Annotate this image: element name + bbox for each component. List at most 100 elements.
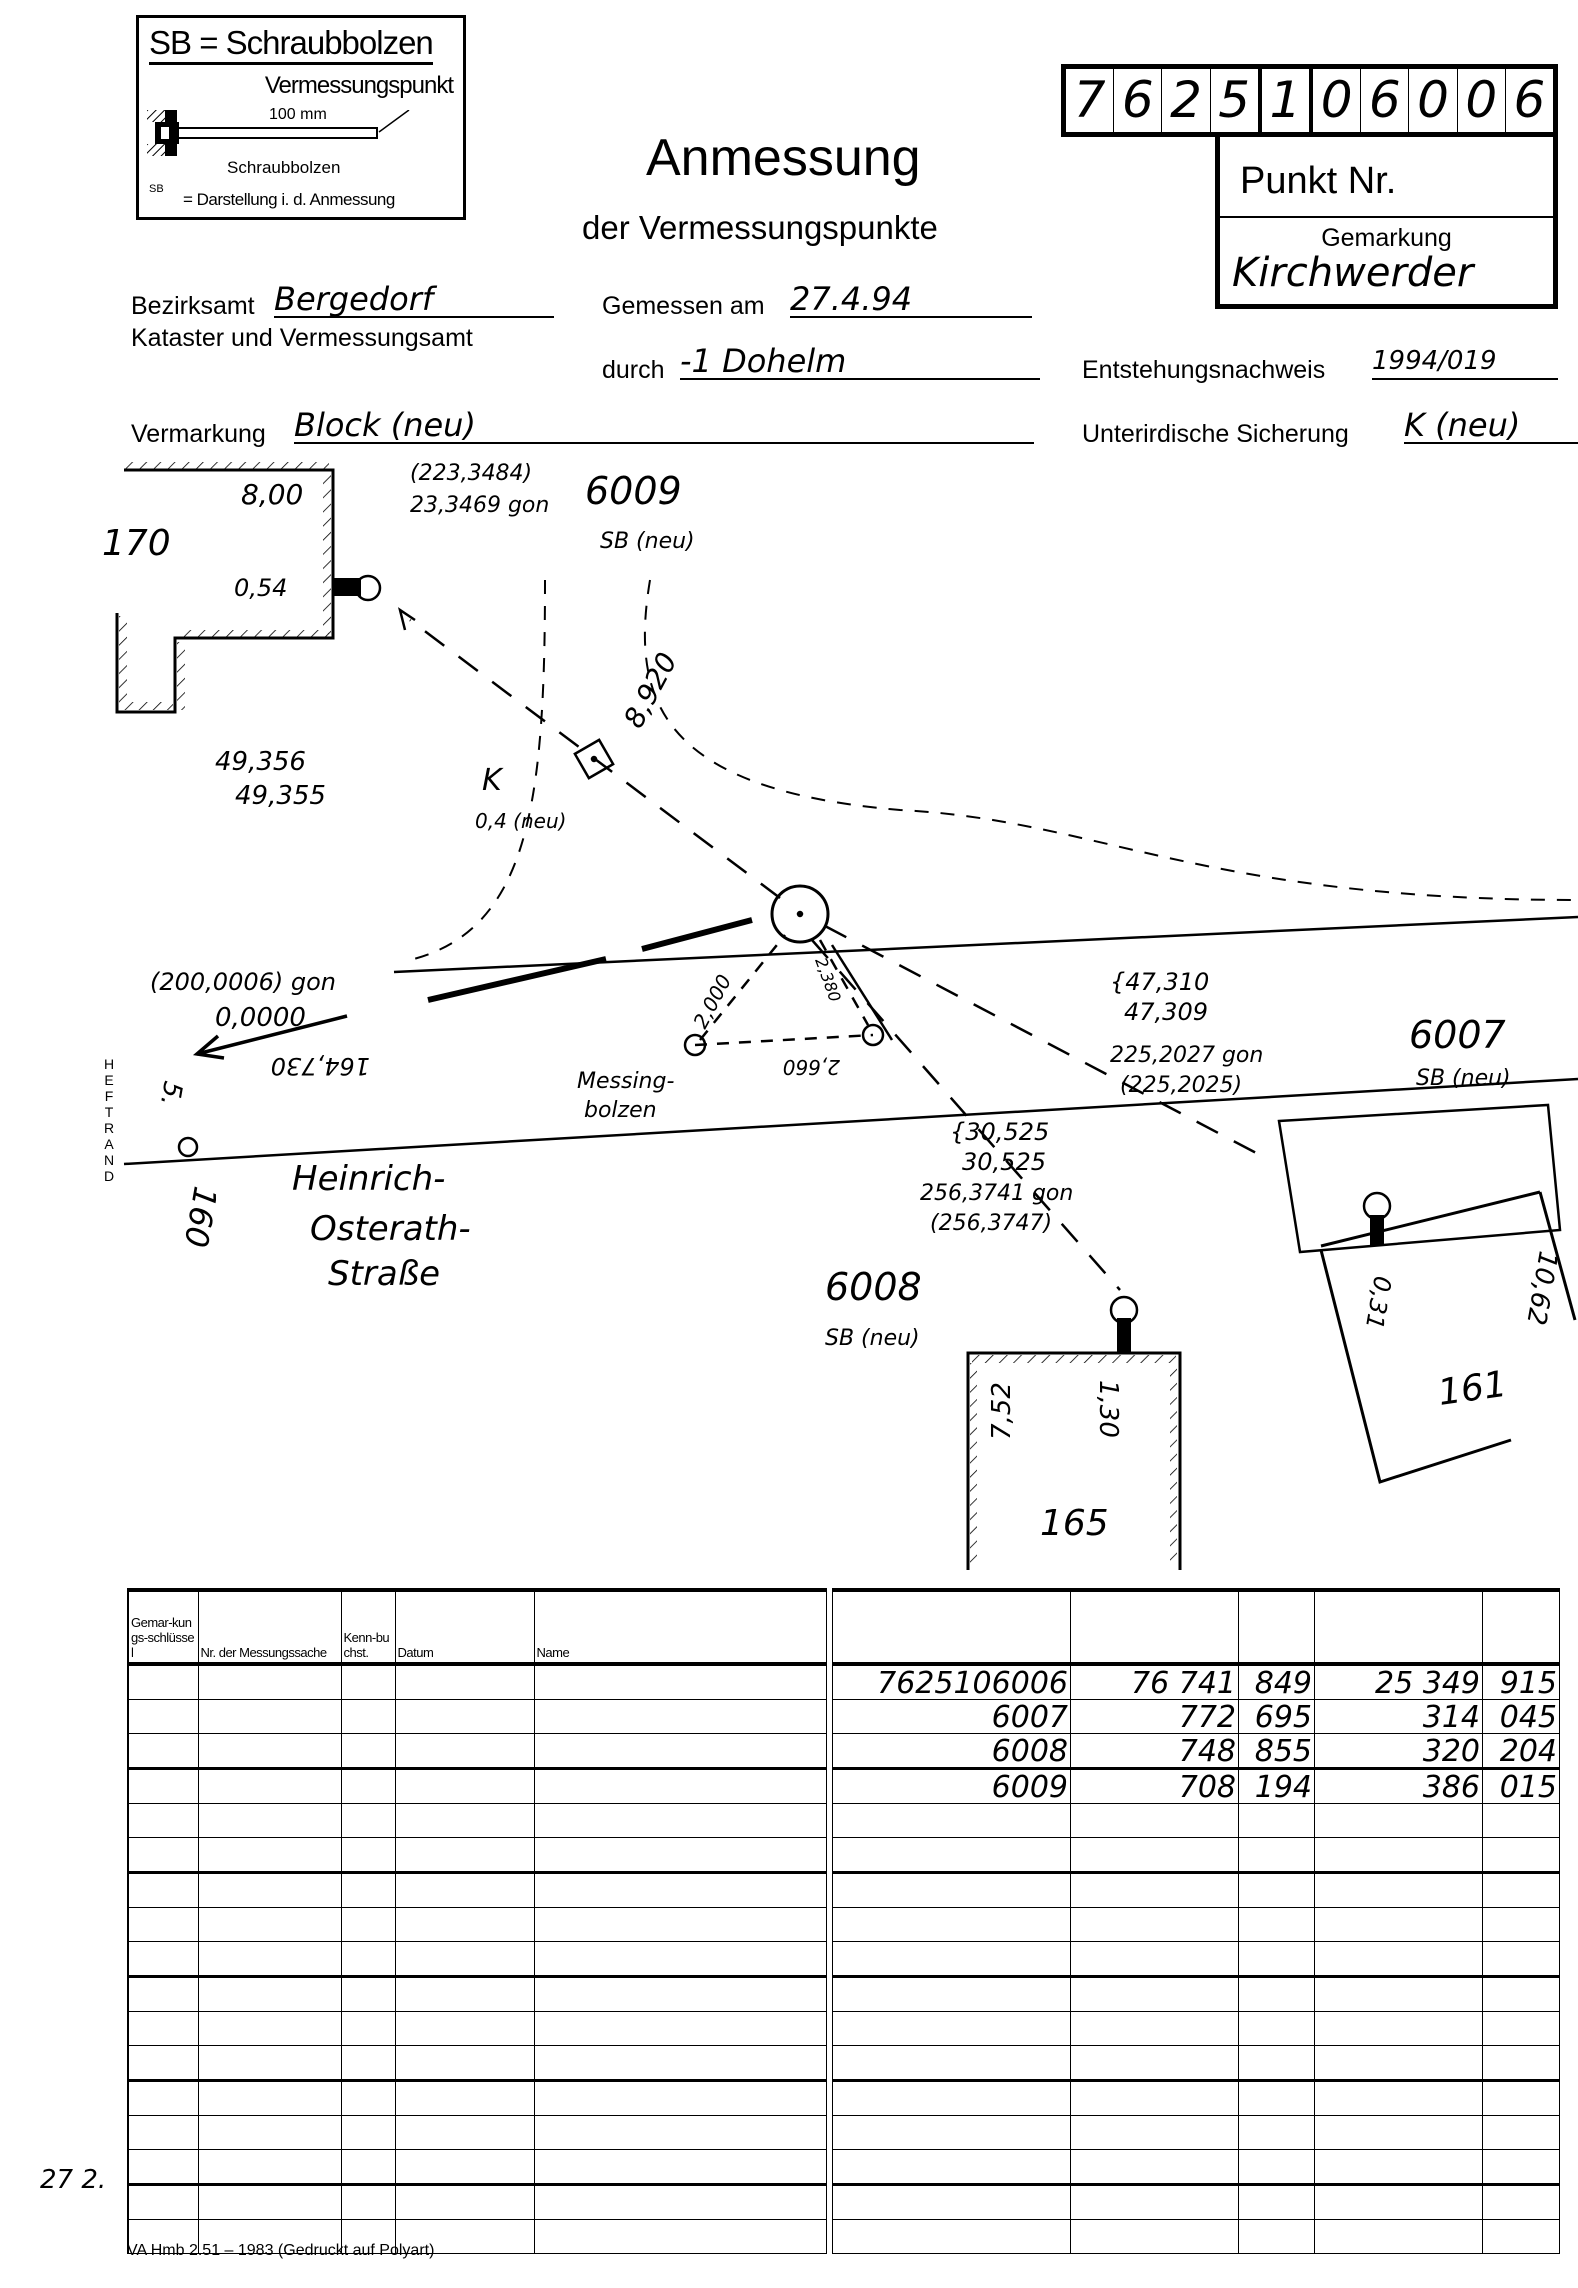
table-cell [340,1976,396,2012]
table-cell: 204 [1482,1733,1560,1770]
point-6008-marker [1109,1295,1139,1325]
table-row [127,1907,827,1942]
gemarkung-label: Gemarkung [1321,224,1452,252]
table-cell [1070,2011,1239,2046]
table-cell: 015 [1482,1768,1560,1804]
point-6008-label: 6008 [825,1265,922,1309]
table-cell [340,1941,396,1978]
legend-sb-symbol: SB [149,183,164,195]
point-number-digit: 5 [1209,69,1258,132]
block-marker [573,738,615,780]
building-170-outline [115,462,335,714]
table-cell [340,1803,396,1838]
table-cell [127,1699,199,1734]
legend-box: SB = Schraubbolzen Vermessungspunkt 100 … [136,15,466,220]
dist-47-309: 47,309 [1124,998,1208,1026]
table-cell [394,1699,535,1734]
dim-8-00: 8,00 [241,478,303,511]
table-cell [127,2149,199,2186]
durch-label: durch [602,356,665,384]
table-cell [533,2184,827,2220]
table-cell [533,1768,827,1804]
table-cell [832,1872,1071,1908]
table-cell [832,1941,1071,1978]
table-cell [127,2080,199,2116]
table-cell [340,1872,396,1908]
table-cell [832,2184,1071,2220]
table-row [127,2184,827,2220]
table-row [127,2080,827,2116]
table-cell [1314,1907,1483,1942]
vermarkung-label: Vermarkung [131,420,266,448]
point-number-digit: 2 [1161,69,1209,132]
table-cell [197,2080,342,2116]
form-id-footer: VA Hmb 2.51 – 1983 (Gedruckt auf Polyart… [127,2242,435,2259]
table-cell: 314 [1314,1699,1483,1734]
messing-label-2: bolzen [584,1098,657,1123]
table-cell: 7625106006 [832,1663,1071,1700]
table-cell [197,2115,342,2150]
table-cell [394,2045,535,2082]
table-cell [127,1663,199,1700]
table-cell: 6007 [832,1699,1071,1734]
table-cell [533,1837,827,1874]
table-cell [533,1733,827,1770]
column-header: Kenn-buchst. [340,1589,396,1666]
table-cell [340,2115,396,2150]
dist-2-380: 2,380 [811,955,845,1005]
table-cell [197,2011,342,2046]
table-cell [533,1907,827,1942]
table-cell: 045 [1482,1699,1560,1734]
table-cell [1482,2080,1560,2116]
table-cell [533,1803,827,1838]
point-number-digit: 0 [1456,69,1505,132]
page-subtitle: der Vermessungspunkte [582,209,938,246]
table-cell [340,1907,396,1942]
table-cell [197,1733,342,1770]
table-row [832,1872,1560,1908]
point-6008-type: SB (neu) [825,1326,920,1351]
table-cell [197,1768,342,1804]
gemarkung-value: Kirchwerder [1232,250,1474,296]
table-cell [1482,2219,1560,2254]
table-row [832,2080,1560,2116]
table-cell [1070,2149,1239,2186]
table-cell [394,1733,535,1770]
table-cell [197,1663,342,1700]
dim-1-30: 1,30 [1093,1380,1123,1438]
table-cell [1314,2080,1483,2116]
point-number-digit: 7 [1073,71,1106,129]
table-cell [394,1872,535,1908]
table-cell [1238,1837,1315,1874]
table-cell [1314,1872,1483,1908]
table-cell: 194 [1238,1768,1315,1804]
table-row [127,1663,827,1700]
column-header [832,1589,1071,1666]
table-cell [1070,1872,1239,1908]
table-cell [127,2045,199,2082]
table-row [832,1803,1560,1838]
table-cell: 915 [1482,1663,1560,1700]
table-cell [533,2115,827,2150]
table-cell [340,1699,396,1734]
table-cell [1482,2184,1560,2220]
page-title: Anmessung [646,129,921,187]
table-row [127,2149,827,2186]
table-cell [1482,2149,1560,2186]
table-cell [1238,2011,1315,2046]
table-cell [533,1663,827,1700]
table-row [127,1872,827,1908]
punkt-nr-label: Punkt Nr. [1240,160,1397,202]
table-cell [1482,2115,1560,2150]
building-165-label: 165 [1040,1503,1109,1544]
table-cell [1070,2219,1239,2254]
table-cell [197,1907,342,1942]
table-cell [127,1872,199,1908]
point-number-digit: 0 [1309,69,1360,132]
table-cell [832,2219,1071,2254]
dist-30-525b: 30,525 [962,1148,1046,1176]
